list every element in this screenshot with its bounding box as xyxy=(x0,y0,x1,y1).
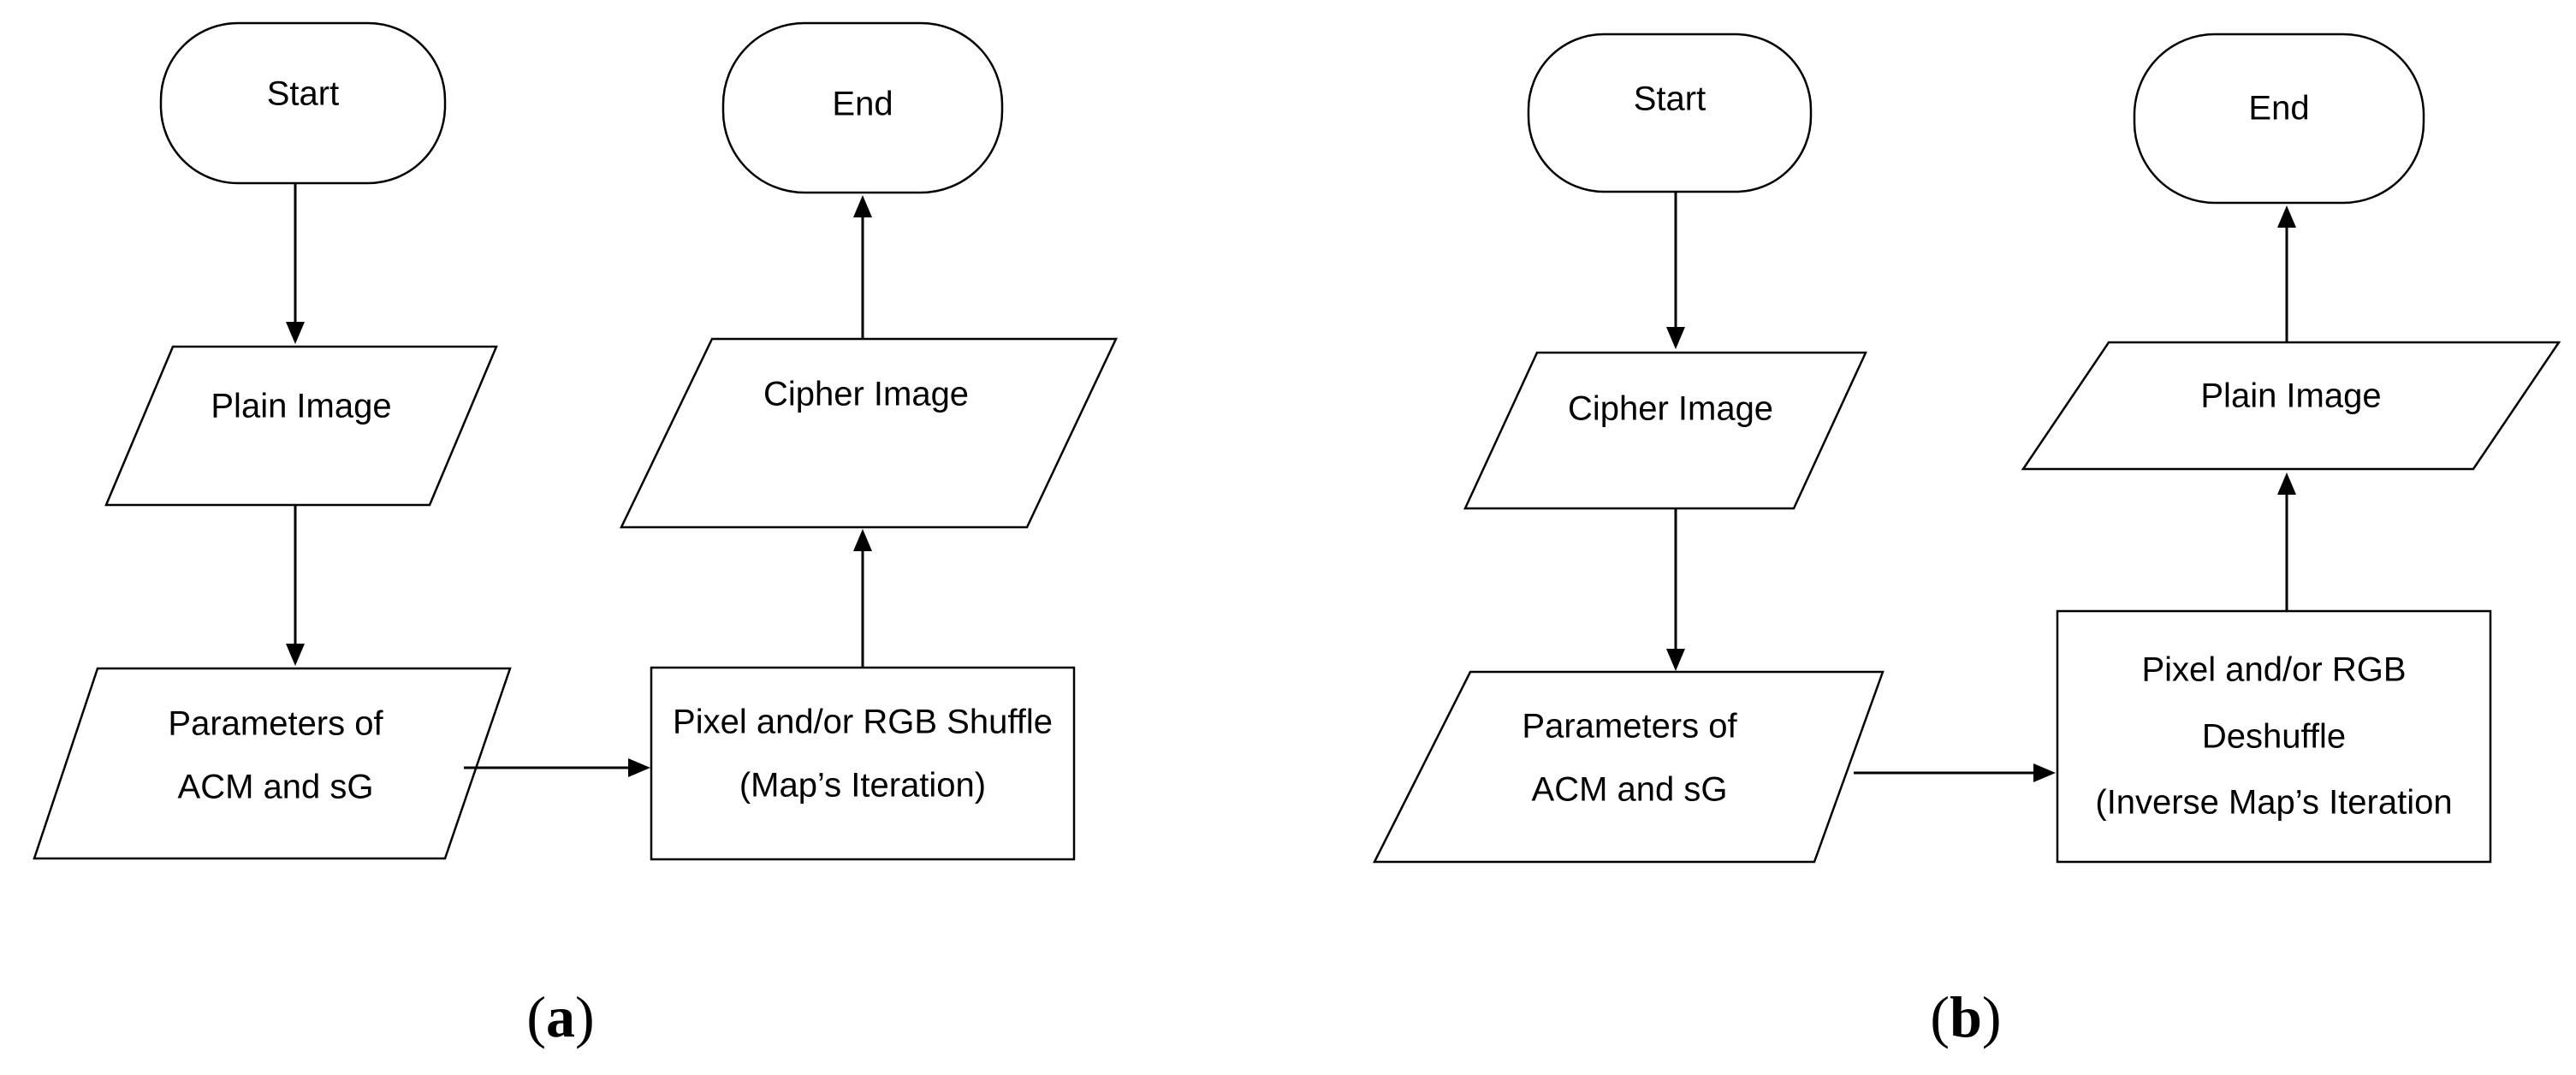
panel-a-input-parallelogram xyxy=(104,345,498,507)
panel-b-arrowhead-1 xyxy=(1666,327,1685,349)
panel-b-process-label-line3: (Inverse Map’s Iteration xyxy=(2095,784,2452,822)
panel-b-output-label: Plain Image xyxy=(2200,377,2381,415)
panel-b-arrowhead-4 xyxy=(2277,472,2296,495)
panel-a-start-terminator xyxy=(159,21,447,185)
panel-b-input-parallelogram xyxy=(1463,351,1867,510)
panel-a-process-label-line1: Pixel and/or RGB Shuffle xyxy=(673,704,1053,741)
panel-a-params-parallelogram xyxy=(33,667,512,860)
panel-b-process-label-line1: Pixel and/or RGB xyxy=(2141,651,2406,689)
panel-b: Start Cipher Image Parameters of ACM and… xyxy=(1372,33,2561,1049)
panel-a-output-parallelogram xyxy=(620,337,1118,529)
panel-a-process-box xyxy=(650,666,1076,861)
panel-a: Start Plain Image Parameters of ACM and … xyxy=(33,21,1118,1049)
panel-a-input-label: Plain Image xyxy=(211,388,391,425)
panel-a-arrowhead-5 xyxy=(853,195,872,217)
panel-a-arrowhead-1 xyxy=(286,322,305,344)
panel-a-output-label: Cipher Image xyxy=(763,376,969,413)
panel-b-params-parallelogram xyxy=(1372,670,1885,864)
panel-b-process-box xyxy=(2056,609,2492,864)
panel-a-params-label-line1: Parameters of xyxy=(168,705,383,743)
panel-b-arrowhead-3 xyxy=(2033,763,2056,782)
panel-a-arrowhead-2 xyxy=(286,644,305,666)
panel-a-end-terminator xyxy=(721,21,1004,194)
panel-a-params-label-line2: ACM and sG xyxy=(178,769,374,806)
panel-b-params-label-line2: ACM and sG xyxy=(1532,771,1728,809)
panel-b-end-label: End xyxy=(2248,90,2309,128)
panel-b-caption: (b) xyxy=(1930,984,2001,1049)
panel-b-input-label: Cipher Image xyxy=(1568,390,1773,428)
panel-a-start-label: Start xyxy=(267,75,339,113)
panel-b-start-label: Start xyxy=(1634,80,1706,118)
panel-a-process-label-line2: (Map’s Iteration) xyxy=(739,767,986,805)
panel-a-arrowhead-3 xyxy=(628,758,650,777)
panel-a-arrowhead-4 xyxy=(853,529,872,551)
panel-b-end-terminator xyxy=(2133,33,2425,205)
panel-b-arrowhead-5 xyxy=(2277,205,2296,228)
panel-b-arrowhead-2 xyxy=(1666,649,1685,671)
panel-b-output-parallelogram xyxy=(2021,341,2561,471)
panel-b-params-label-line1: Parameters of xyxy=(1522,708,1737,745)
panel-b-process-label-line2: Deshuffle xyxy=(2202,718,2346,756)
panel-a-caption: (a) xyxy=(526,984,594,1049)
panel-b-start-terminator xyxy=(1527,33,1813,193)
panel-a-end-label: End xyxy=(832,86,893,123)
